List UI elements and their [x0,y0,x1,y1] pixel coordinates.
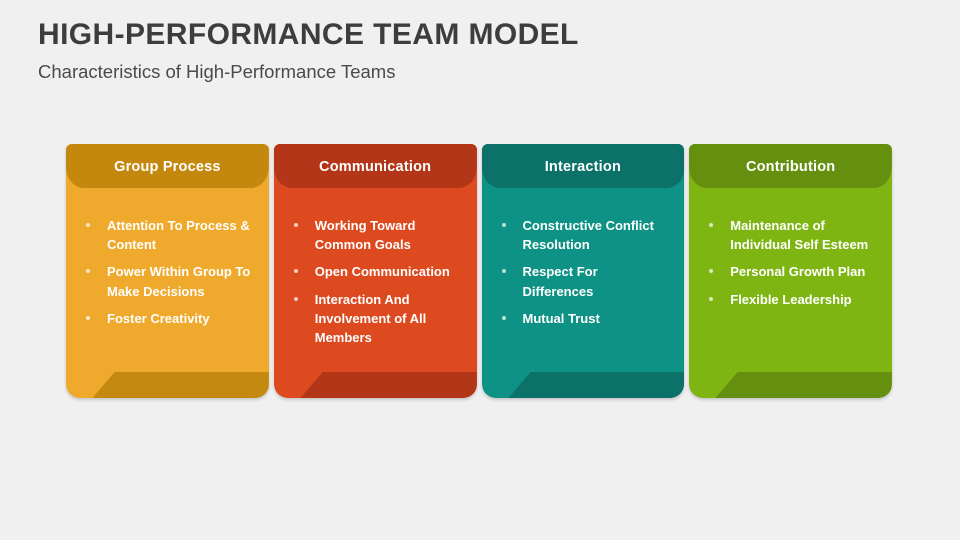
list-item-label: Maintenance of Individual Self Esteem [730,218,869,253]
bullet-dot-icon [293,296,298,301]
list-item: Maintenance of Individual Self Esteem [699,216,878,254]
card-title: Group Process [114,159,221,175]
card-header: Communication [273,144,477,198]
list-item: Open Communication [284,262,463,281]
bullet-dot-icon [293,269,298,274]
list-item: Power Within Group To Make Decisions [76,262,255,300]
list-item-label: Flexible Leadership [730,291,852,307]
bullet-dot-icon [501,315,506,320]
card-title: Communication [319,159,432,175]
card-title: Interaction [544,159,622,175]
list-item: Attention To Process & Content [76,216,255,254]
list-item-label: Foster Creativity [107,310,210,326]
bullet-dot-icon [501,269,506,274]
list-item: Foster Creativity [76,309,255,328]
slide-header: HIGH-PERFORMANCE TEAM MODEL Characterist… [38,18,918,83]
page-subtitle: Characteristics of High-Performance Team… [38,60,396,82]
list-item: Mutual Trust [492,309,671,328]
list-item-label: Open Communication [314,264,450,280]
card-bottom-fold [300,372,477,398]
list-item-label: Personal Growth Plan [730,264,866,280]
header-ribbon-shape [273,144,477,188]
list-item-label: Working Toward Common Goals [314,218,416,253]
header-ribbon-shape [689,144,892,188]
card-header: Contribution [689,144,892,198]
card-bottom-fold [715,372,892,398]
bullet-dot-icon [86,223,90,227]
list-item: Working Toward Common Goals [284,216,463,254]
list-item: Personal Growth Plan [699,262,878,281]
list-item-label: Attention To Process & Content [107,218,250,253]
list-item-label: Mutual Trust [522,310,600,326]
bullet-dot-icon [86,315,90,320]
bullet-dot-icon [86,269,90,274]
list-item-label: Respect For Differences [522,264,598,299]
bullet-dot-icon [709,296,714,301]
card-title: Contribution [745,159,836,175]
bullet-dot-icon [709,269,714,274]
list-item-label: Interaction And Involvement of All Membe… [314,291,427,346]
list-item: Interaction And Involvement of All Membe… [284,290,463,348]
card-header: Interaction [481,144,685,198]
header-ribbon-shape [481,144,685,188]
card-header: Group Process [66,144,269,198]
list-item: Flexible Leadership [699,290,878,309]
bullet-dot-icon [709,223,714,227]
page-title: HIGH-PERFORMANCE TEAM MODEL [38,18,579,51]
card-bottom-fold [507,372,685,398]
list-item: Respect For Differences [492,262,671,300]
bullet-dot-icon [501,223,506,227]
bullet-dot-icon [293,223,298,227]
header-ribbon-shape [66,144,269,188]
list-item-label: Power Within Group To Make Decisions [107,264,251,299]
list-item: Constructive Conflict Resolution [492,216,671,254]
list-item-label: Constructive Conflict Resolution [522,218,654,253]
card-bottom-fold [92,372,269,398]
